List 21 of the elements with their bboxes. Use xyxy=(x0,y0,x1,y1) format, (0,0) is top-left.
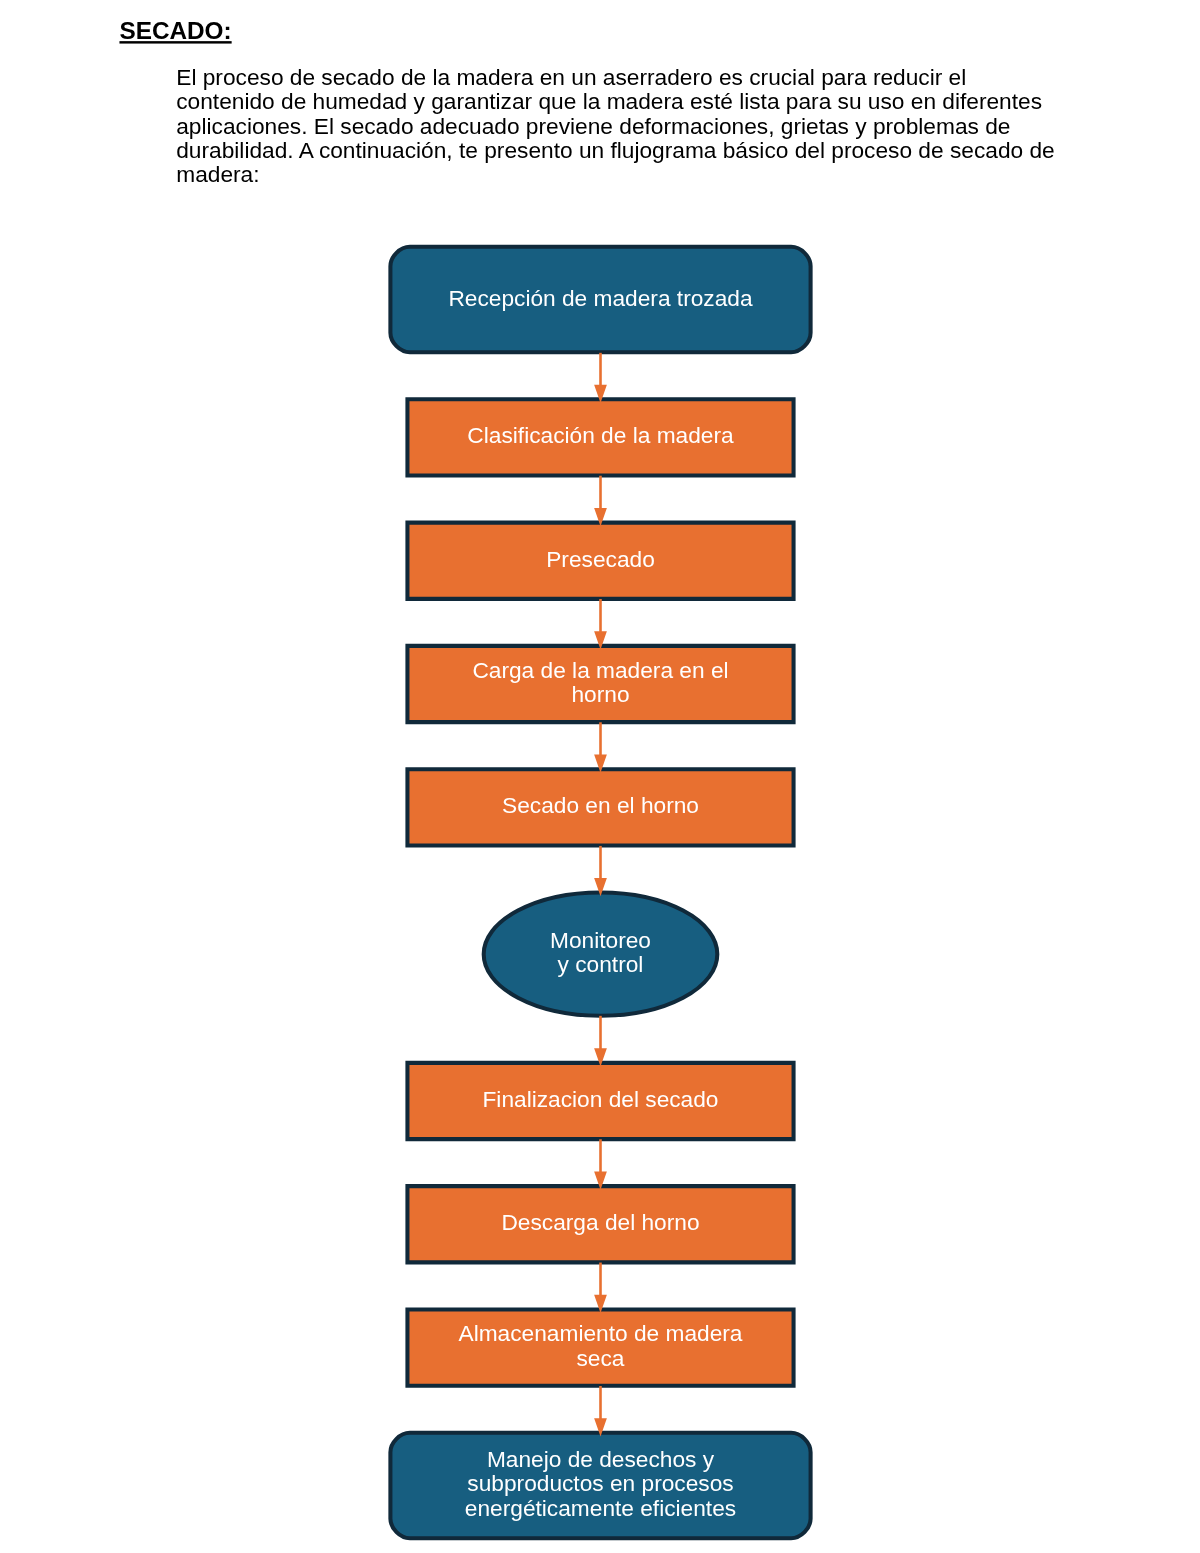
arrow xyxy=(593,599,607,650)
node-box: Manejo de desechos y subproductos en procesos energéticamente eficientes xyxy=(387,1430,813,1541)
arrow xyxy=(593,1262,607,1314)
arrow xyxy=(593,475,607,527)
node-box: Carga de la madera en el horno xyxy=(404,643,796,725)
node-box: Descarga del horno xyxy=(404,1184,796,1265)
node-ellipse: Monitoreo y control xyxy=(481,890,719,1018)
node-box: Finalizacion del secado xyxy=(404,1060,796,1142)
arrow xyxy=(593,1015,607,1067)
arrow xyxy=(593,352,607,404)
node-box: Secado en el horno xyxy=(404,767,796,848)
diagram-title: SECADO: xyxy=(118,17,232,45)
arrow xyxy=(593,1139,607,1190)
node-box: Presecado xyxy=(404,520,796,601)
node-box: Recepción de madera trozada xyxy=(387,244,813,355)
node-box: Clasificación de la madera xyxy=(404,397,796,478)
arrow xyxy=(593,722,607,773)
label: El proceso de secado de la madera en un aserradero es crucial para reducir el contenido de humedad y garantizar que la madera esté lista para su uso en diferentes aplicaciones. El secado adecuado previene deformaciones, grietas y problemas de durabilidad. A continuación, te presento un flujograma básico del proceso de secado de madera: xyxy=(175,63,1055,188)
arrow xyxy=(593,845,607,897)
node-box: Almacenamiento de madera seca xyxy=(404,1307,796,1388)
arrow xyxy=(593,1386,607,1437)
